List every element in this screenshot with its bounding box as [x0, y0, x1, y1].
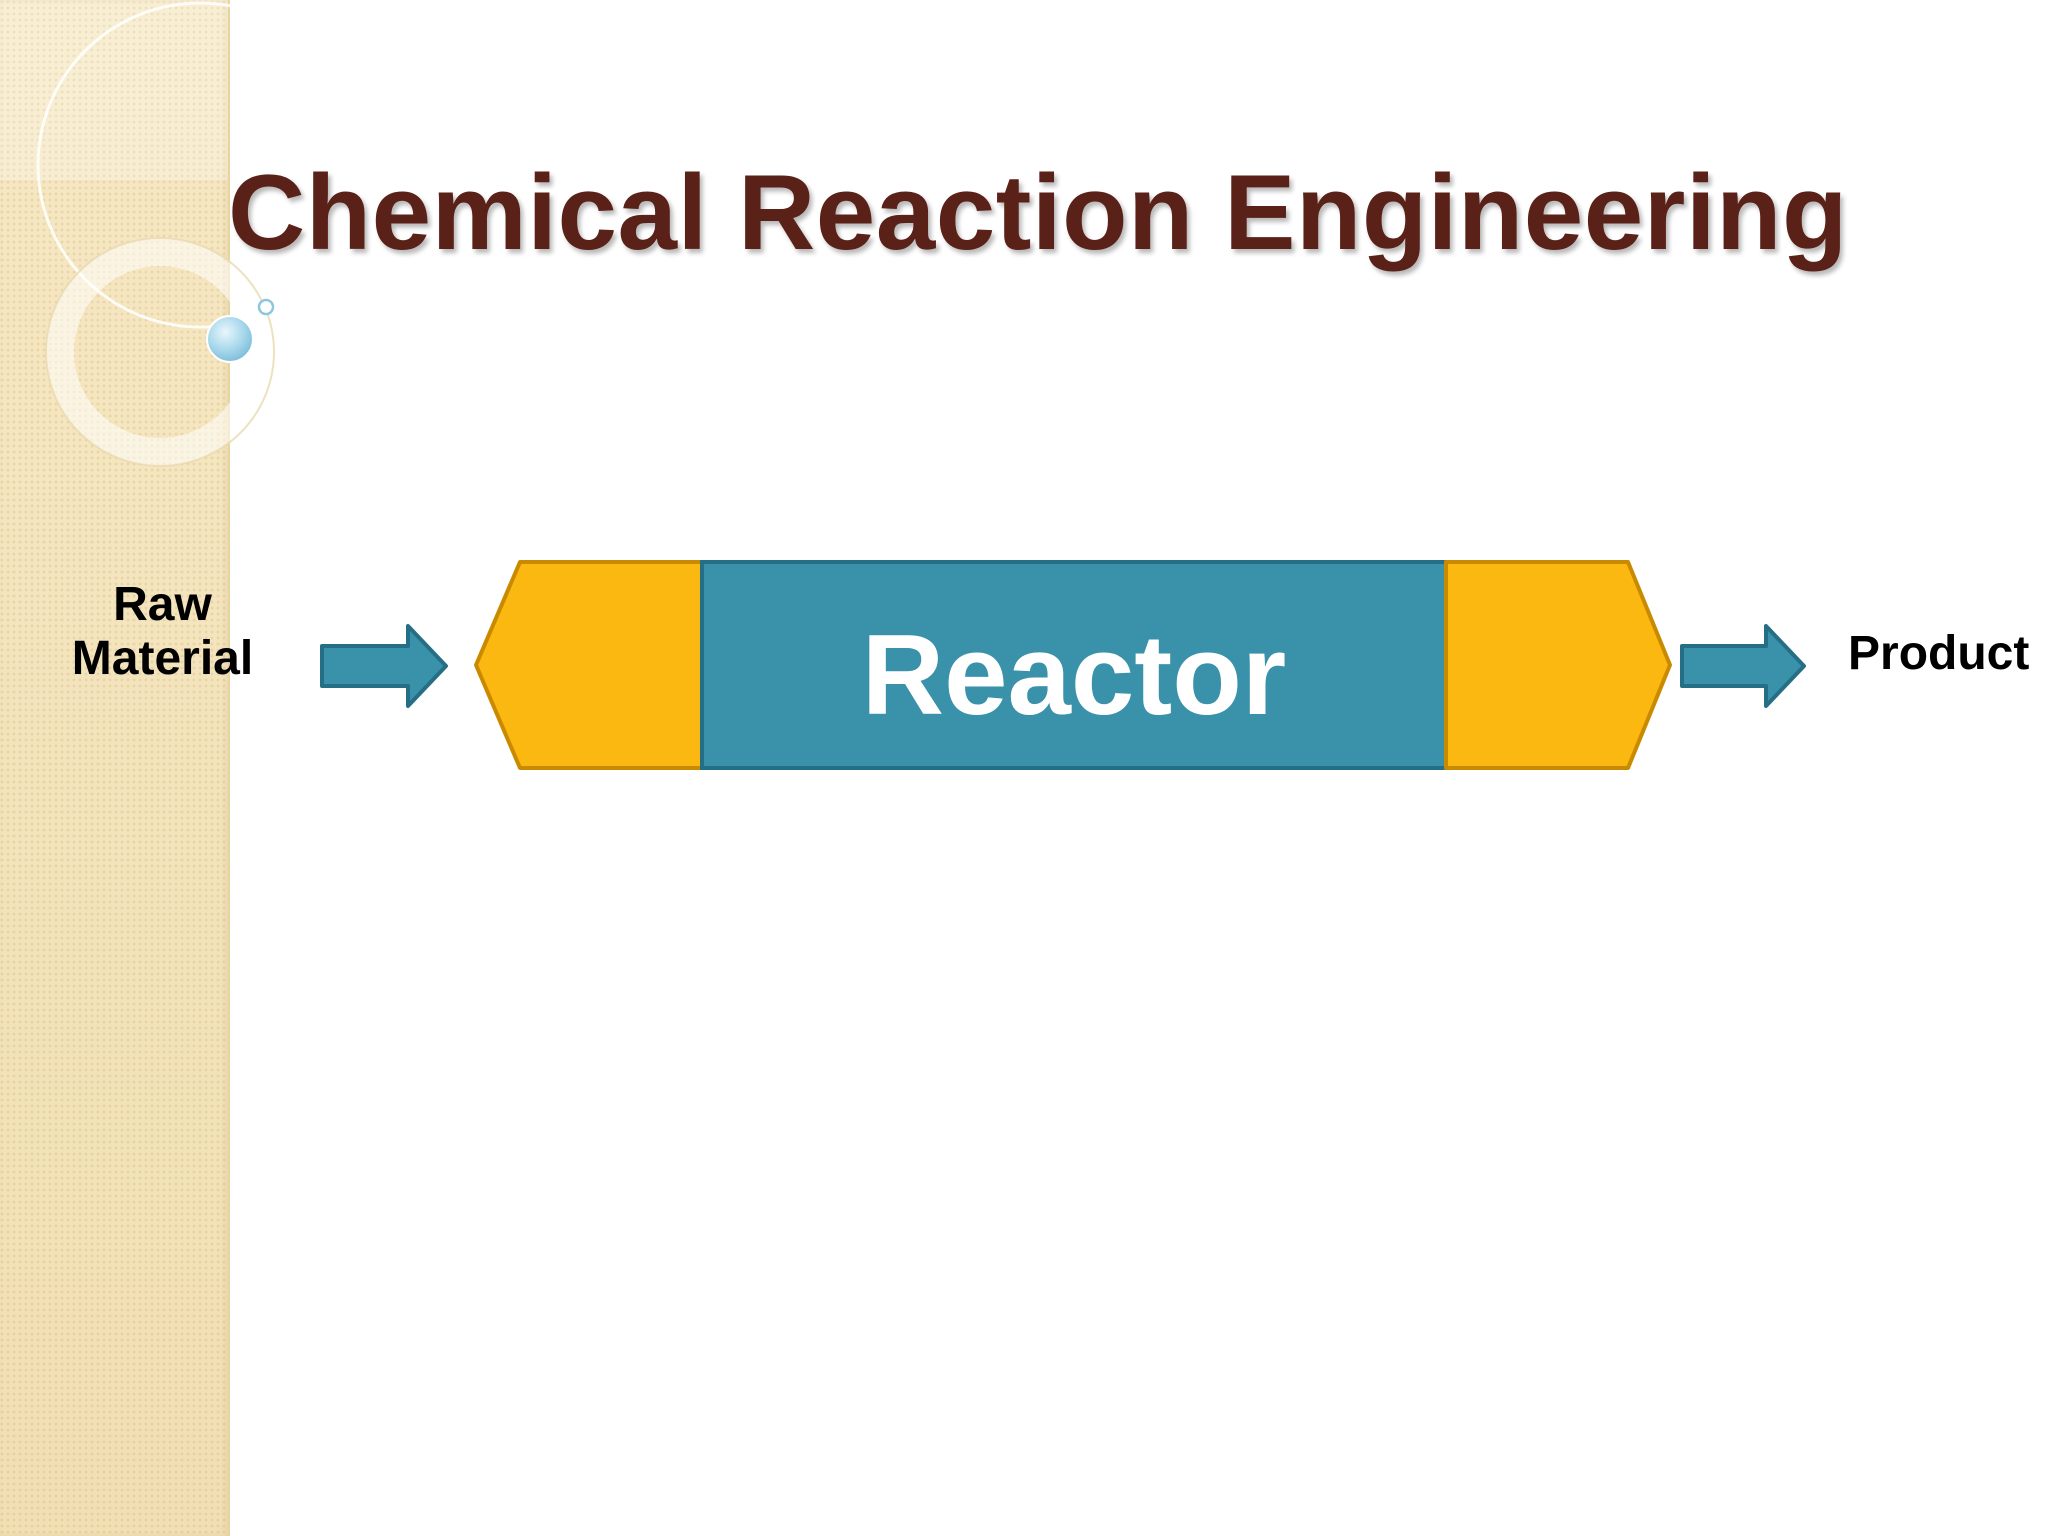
- input-label: Raw Material: [71, 578, 254, 685]
- output-label: Product: [1848, 627, 2030, 680]
- decor-ring-thick-edge: [45, 237, 275, 467]
- reactor-right-cap: [1444, 560, 1672, 770]
- decorative-circles: [36, 1, 364, 467]
- output-arrow-icon: [1680, 624, 1806, 708]
- reactor-body: [700, 560, 1448, 770]
- decor-bubble-large: [206, 315, 254, 363]
- reactor-label: Reactor: [861, 612, 1287, 739]
- input-arrow-icon: [320, 624, 448, 708]
- reactor-left-cap: [474, 560, 704, 770]
- decor-ring-thick: [46, 238, 274, 466]
- slide-title: Chemical Reaction Engineering: [228, 152, 1848, 272]
- decor-bubble-small: [257, 298, 275, 316]
- decor-ring-large: [36, 1, 364, 329]
